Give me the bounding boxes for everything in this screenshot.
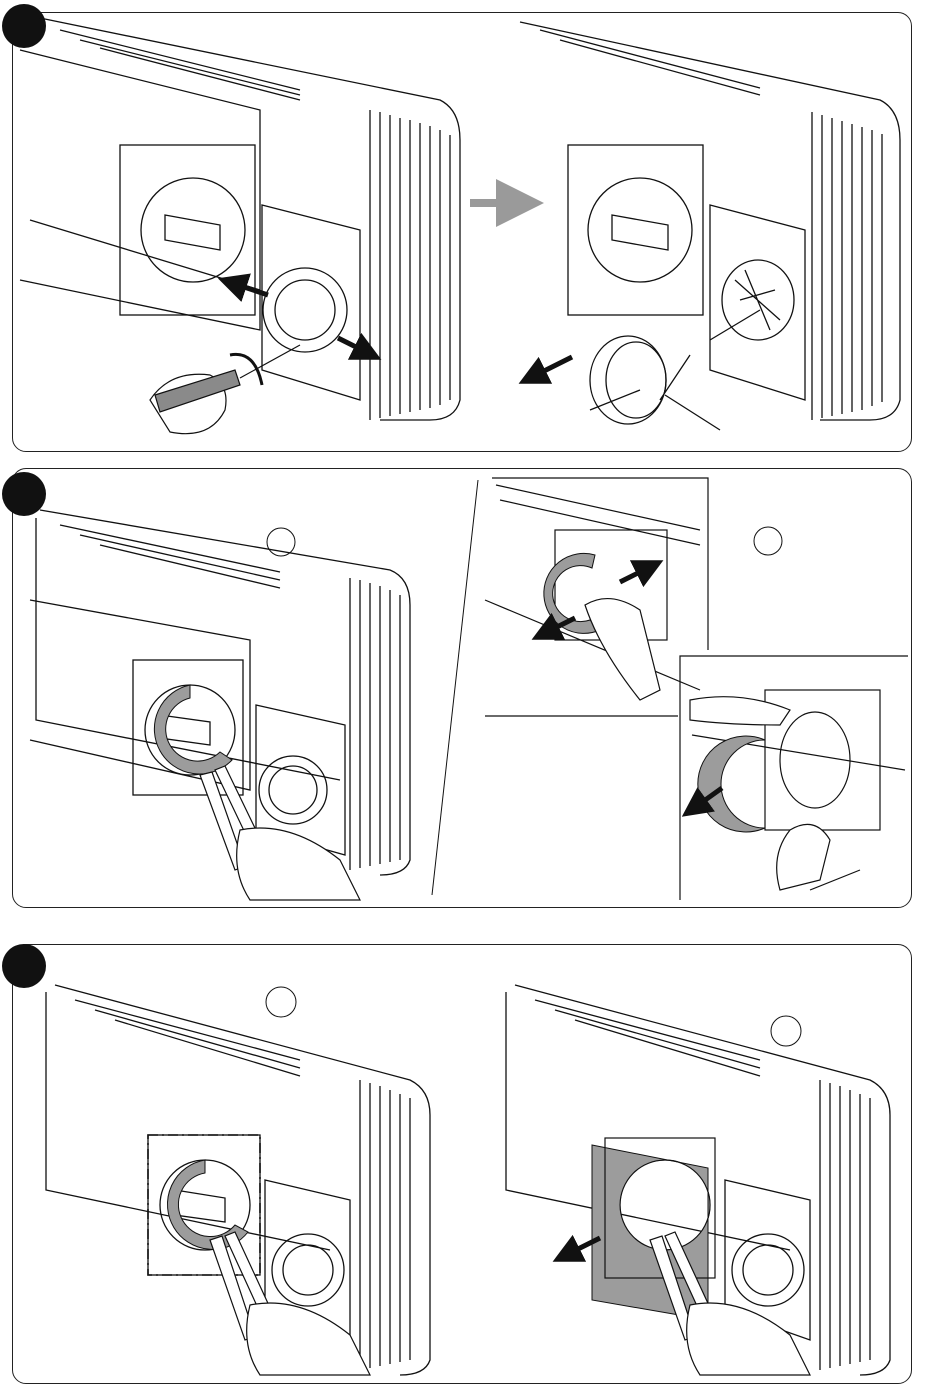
panel2-divider xyxy=(432,480,478,895)
arrow-ring-out xyxy=(620,567,650,582)
hand-pliers-icon xyxy=(200,766,360,900)
unit-panel1-right xyxy=(520,22,900,430)
arrow-pull-right xyxy=(338,338,368,353)
hand-inset-bottom-top-icon xyxy=(690,697,790,725)
hand-inset-top-icon xyxy=(585,599,660,700)
arrow-connector-removed xyxy=(532,357,572,377)
hand-screwdriver-icon xyxy=(150,345,300,434)
removed-ring-highlight xyxy=(698,736,765,832)
insulation-ring-highlight xyxy=(154,685,232,774)
unit-panel1-left xyxy=(20,18,460,420)
hand-inset-bottom-low-icon xyxy=(777,824,830,890)
